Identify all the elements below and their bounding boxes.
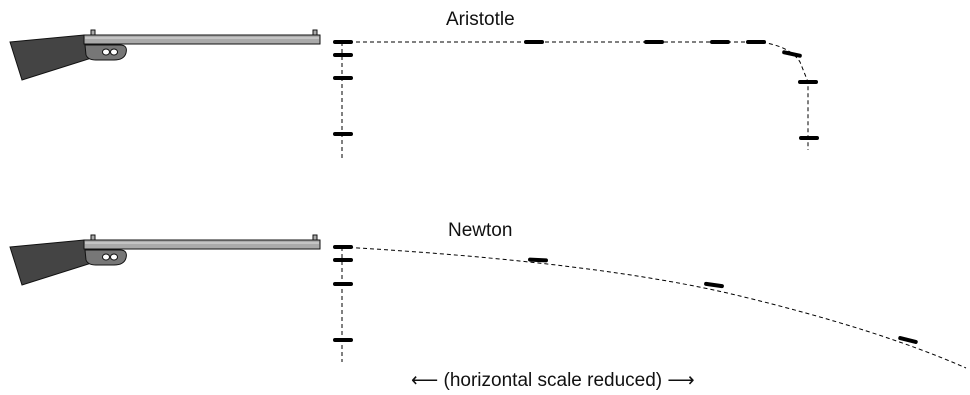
bullet <box>528 257 548 263</box>
trigger-hole-left <box>102 48 110 56</box>
bullet <box>898 336 918 344</box>
bullet <box>782 50 802 58</box>
newton-panel: Newton <box>9 220 967 369</box>
bullet <box>524 40 544 44</box>
rifle-barrel <box>83 239 321 250</box>
rifle-rear-sight <box>90 234 96 241</box>
rifle-barrel <box>83 34 321 45</box>
bullet <box>710 40 730 44</box>
aristotle-path-horizontal <box>342 41 809 150</box>
rifle-newton <box>9 234 321 286</box>
trigger-hole-left <box>102 253 110 261</box>
newton-path-curve <box>341 246 967 369</box>
trigger-hole-right <box>110 253 118 261</box>
bullet <box>704 281 724 289</box>
aristotle-title: Aristotle <box>446 9 515 30</box>
bullet <box>333 282 353 286</box>
bullet <box>333 40 353 44</box>
trigger-hole-right <box>110 48 118 56</box>
bullet <box>644 40 664 44</box>
bullet <box>333 53 353 57</box>
rifle-aristotle <box>9 29 321 81</box>
aristotle-bullets <box>333 40 819 140</box>
aristotle-panel: Aristotle <box>9 9 819 158</box>
bullet <box>333 76 353 80</box>
bullet <box>333 338 353 342</box>
scale-caption: ⟵ (horizontal scale reduced) ⟶ <box>411 370 695 391</box>
bullet <box>799 136 819 140</box>
newton-title: Newton <box>448 220 512 241</box>
rifle-front-sight <box>312 234 318 241</box>
bullet <box>798 80 818 84</box>
bullet <box>746 40 766 44</box>
rifle-rear-sight <box>90 29 96 36</box>
rifle-front-sight <box>312 29 318 36</box>
newton-bullets <box>333 245 918 344</box>
bullet <box>333 258 353 262</box>
bullet <box>333 245 353 249</box>
bullet <box>333 132 353 136</box>
